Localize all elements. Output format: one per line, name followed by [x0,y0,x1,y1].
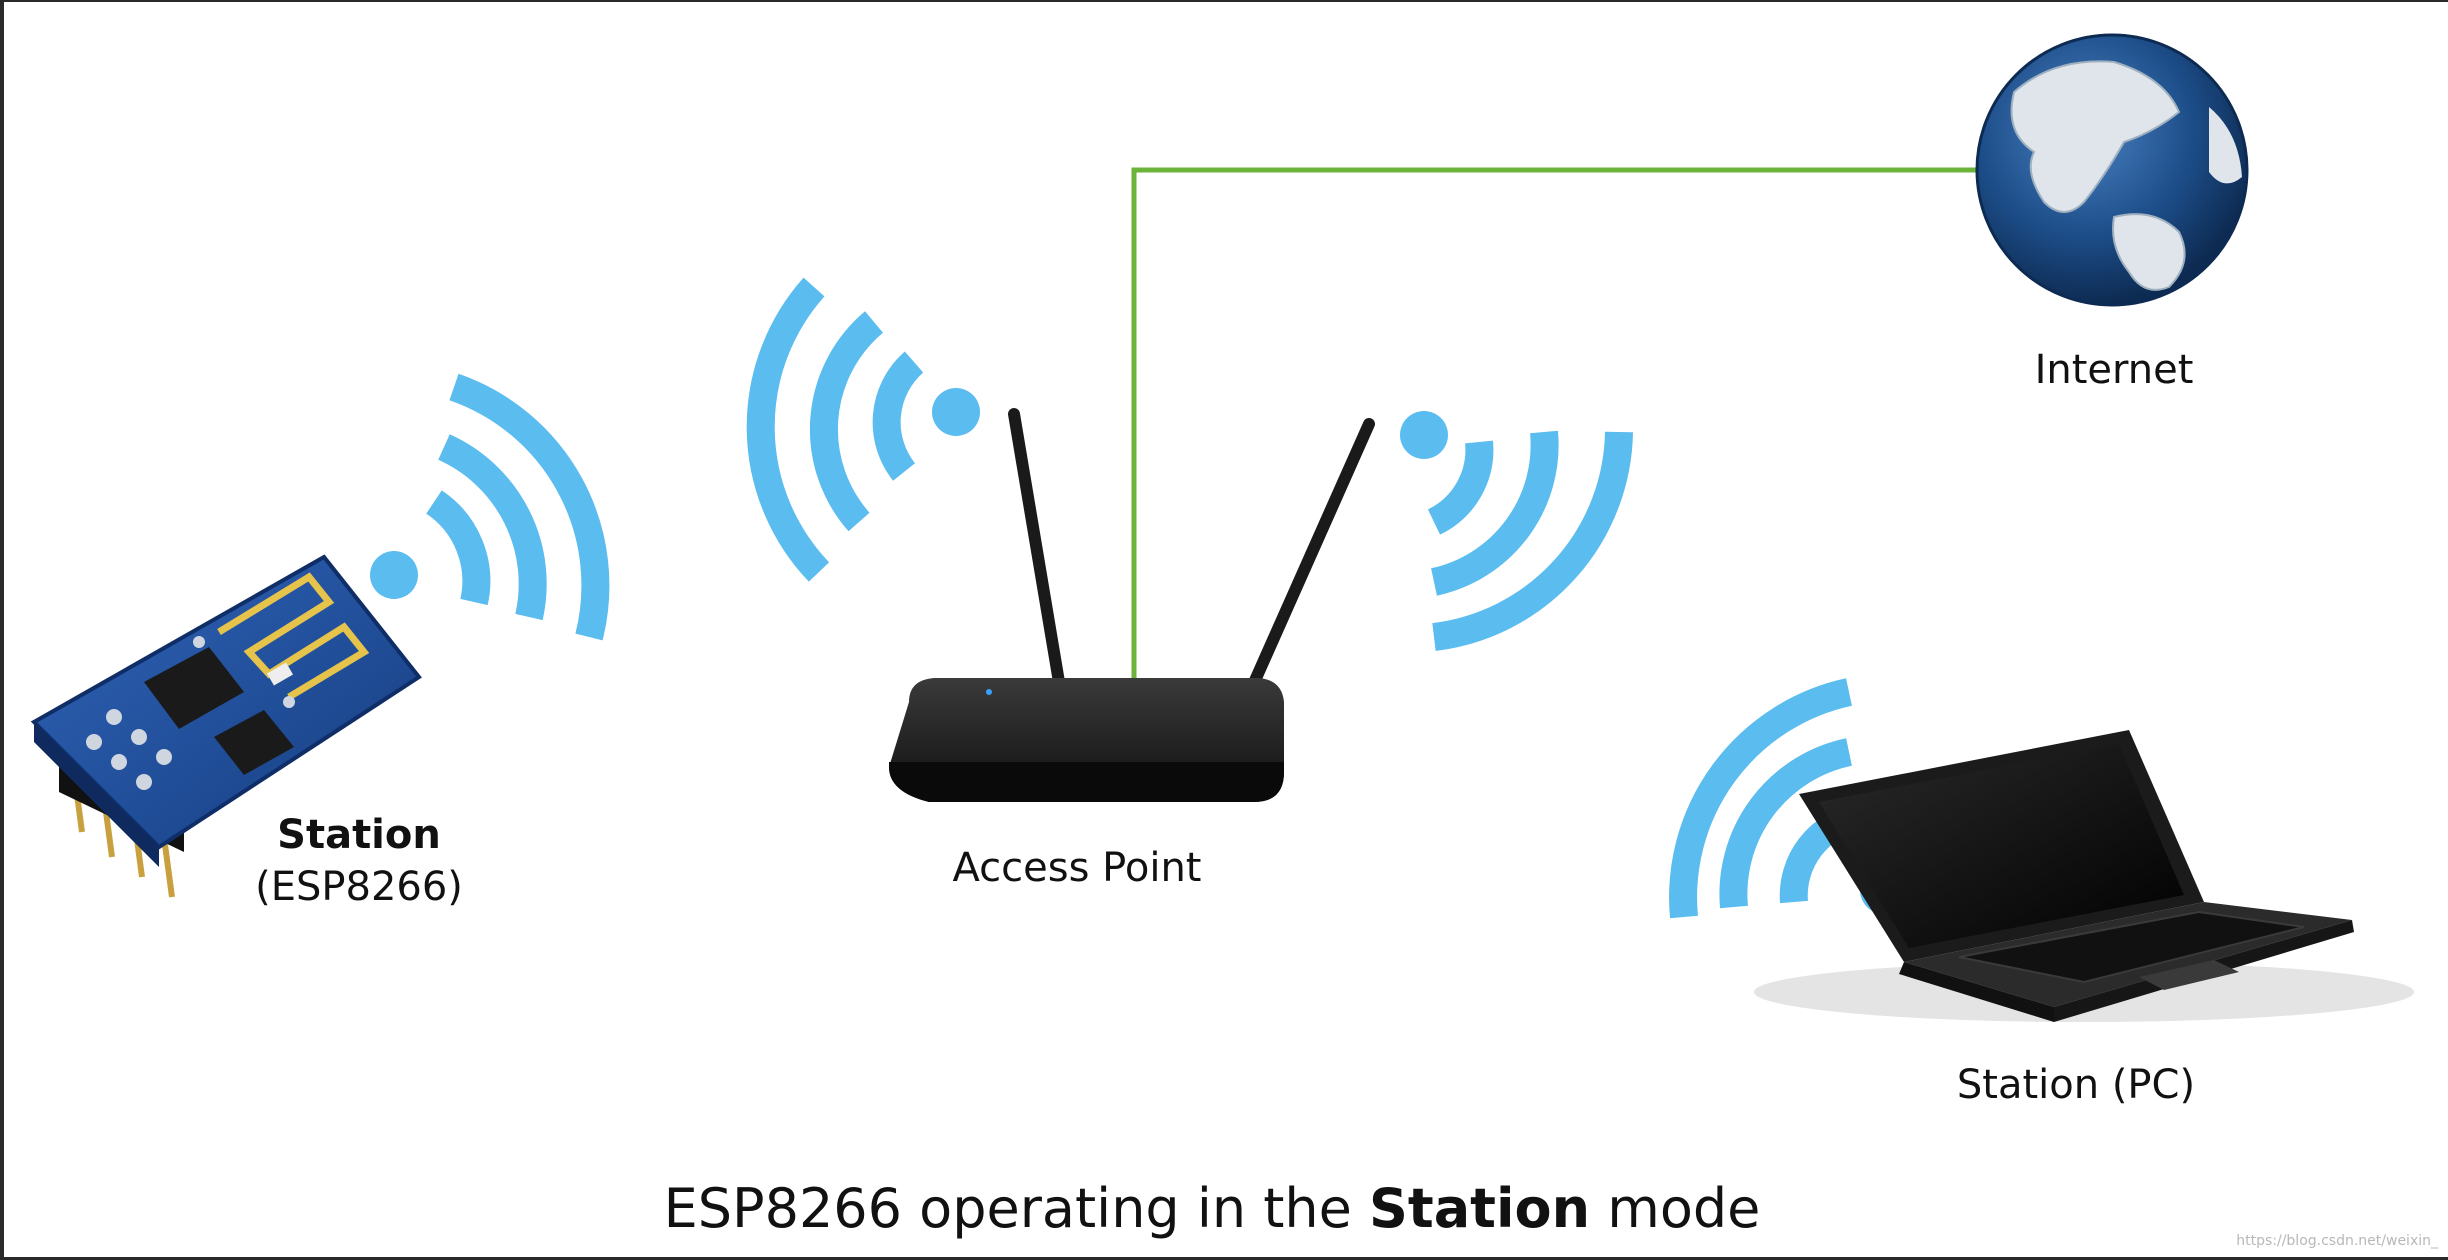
wifi-signal-icon [370,373,610,641]
wifi-signal-icon [1400,411,1633,651]
diagram-caption: ESP8266 operating in the Station mode [664,1177,1761,1240]
diagram-graphics [30,33,2414,1022]
esp-station-label: Station [277,812,441,858]
caption-prefix: ESP8266 operating in the [663,1177,1370,1240]
router-icon [889,408,1375,802]
caption-emphasis: Station [1369,1177,1591,1240]
access-point-label: Access Point [952,845,1202,891]
wifi-signal-icon [746,277,980,582]
laptop-icon [1754,730,2414,1022]
wired-link-line [1131,167,1979,682]
esp8266-board-icon [30,554,422,898]
pc-station-label: Station (PC) [1956,1062,2196,1108]
watermark: https://blog.csdn.net/weixin_ [2236,1233,2438,1249]
caption-suffix: mode [1590,1177,1761,1240]
internet-label: Internet [2034,347,2194,393]
esp-station-sublabel: (ESP8266) [255,864,463,910]
globe-icon [1975,33,2249,307]
